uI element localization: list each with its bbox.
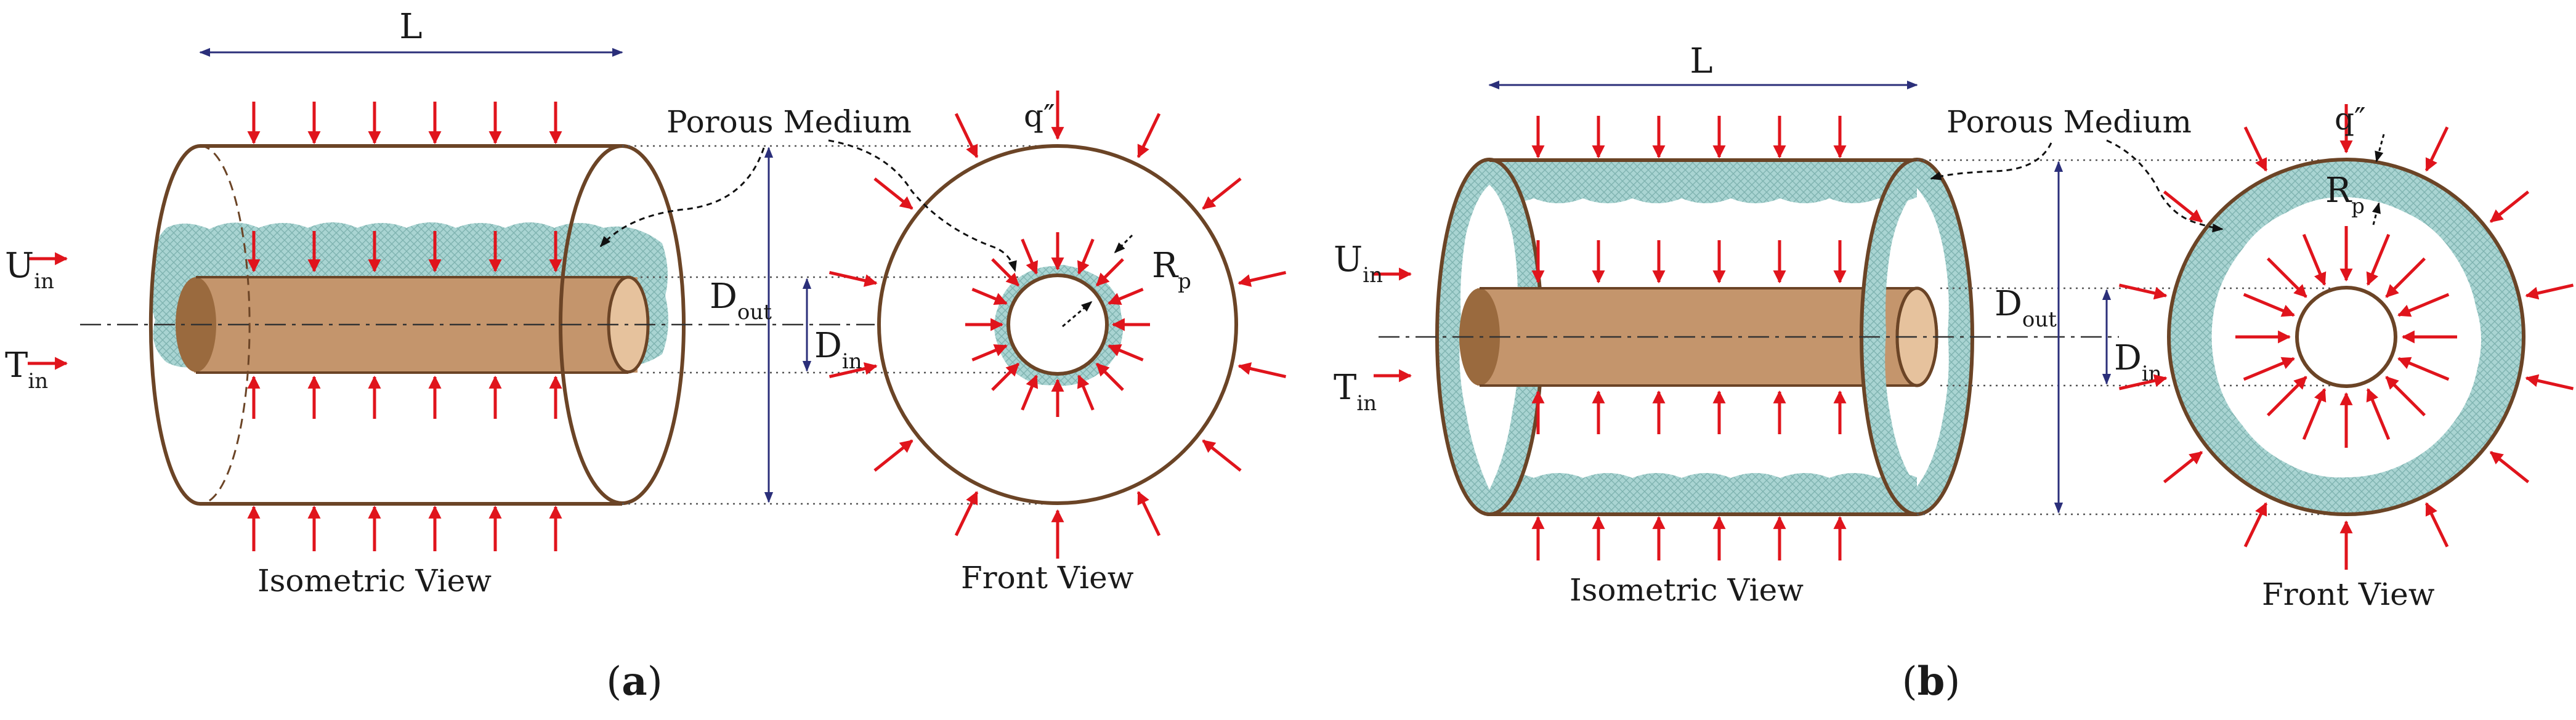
length-label: L (1690, 41, 1712, 81)
panel-caption: (b) (1902, 658, 1961, 705)
inlet-temperature-label: Tin (1334, 368, 1377, 416)
porous-wall-bottom (1489, 473, 1917, 514)
porous-heat-flux-arrow (971, 288, 1008, 305)
porous-leader-front (2106, 139, 2224, 233)
inner-diameter-label: Din (814, 326, 862, 374)
porous-medium-label: Porous Medium (666, 104, 912, 140)
inlet-velocity-label: Uin (1334, 240, 1383, 288)
inner-heat-flux-arrow (2385, 376, 2426, 417)
porous-medium-label: Porous Medium (1946, 104, 2192, 140)
outer-heat-flux-arrow (2243, 126, 2268, 172)
rp-arrow-bottom (2371, 202, 2381, 225)
inner-heat-flux-arrow (2266, 376, 2307, 417)
outer-heat-flux-arrow (2163, 451, 2203, 483)
inner-heat-flux-arrow (2266, 257, 2307, 298)
inner-heat-flux-arrow (2366, 388, 2391, 440)
outer-heat-flux-arrow (2163, 190, 2203, 223)
outer-heat-flux-arrow (2525, 374, 2574, 390)
porous-heat-flux-arrow (991, 362, 1020, 391)
outer-heat-flux-arrow (873, 177, 913, 210)
front-outer-shell (2167, 158, 2525, 516)
outer-heat-flux-arrow (1136, 113, 1161, 158)
outer-heat-flux-arrow (2489, 190, 2530, 223)
porous-leader-iso (599, 147, 765, 248)
isometric-heat-flux-arrows (1531, 116, 1847, 560)
outer-heat-flux-arrow (1202, 439, 1242, 472)
outer-heat-flux-arrow (873, 439, 913, 472)
inner-heat-flux-arrow (2302, 233, 2327, 286)
inner-heat-flux-arrow (2302, 388, 2327, 440)
outer-diameter-label: Dout (1995, 284, 2057, 332)
outer-shell-back-rim-left (148, 144, 201, 506)
porous-wall-top (1489, 160, 1917, 203)
front-outer-heat-flux-arrows (828, 91, 1287, 559)
front-view-b: Rp (2167, 134, 2525, 516)
inner-diameter-label: Din (2114, 338, 2162, 386)
outer-heat-flux-arrow (1202, 177, 1242, 210)
outer-heat-flux-arrow (2489, 451, 2530, 483)
front-inner-tube (2295, 286, 2397, 388)
isometric-heat-flux-arrows (247, 102, 562, 551)
outer-heat-flux-arrow (828, 362, 878, 378)
rp-arrow-top (2375, 134, 2385, 163)
inlet-velocity-label: Uin (5, 246, 54, 294)
front-inner-inward-arrows (2235, 226, 2457, 448)
panel-caption: (a) (606, 658, 662, 705)
outer-shell-back-rim-hidden (200, 145, 251, 505)
inlet-temperature-label: Tin (5, 346, 48, 394)
inner-heat-flux-arrow (2243, 293, 2295, 317)
inner-heat-flux-arrow (2397, 293, 2450, 317)
porous-leader-front (828, 139, 1017, 272)
panel-a: L Uin Tin Dout (5, 7, 1287, 705)
outer-heat-flux-arrow (2118, 374, 2168, 390)
rp-pointer (1114, 234, 1133, 254)
porous-heat-flux-arrow (1095, 362, 1124, 391)
projection-lines (1917, 159, 2347, 516)
inner-heat-flux-arrow (2385, 257, 2426, 298)
outer-heat-flux-arrow (1237, 362, 1287, 378)
porous-heat-flux-arrow (1021, 374, 1039, 411)
front-outer-shell (877, 144, 1238, 505)
porous-heat-flux-arrow (1021, 238, 1039, 275)
outer-heat-flux-arrow (1136, 491, 1161, 536)
isometric-view-label: Isometric View (1569, 572, 1804, 608)
outer-heat-flux-arrow (954, 113, 979, 158)
front-rim-porous (1861, 160, 1972, 514)
rp-label: Rp (1152, 246, 1191, 294)
porous-heat-flux-arrow (1108, 344, 1144, 362)
inner-heat-flux-arrow (2366, 233, 2391, 286)
outer-heat-flux-arrow (2525, 283, 2574, 300)
rp-label: Rp (2325, 171, 2365, 219)
front-porous-inward-arrows (965, 232, 1150, 417)
heat-flux-label: q″ (1024, 98, 1055, 134)
length-label: L (399, 7, 422, 47)
panel-b: L Uin Tin Dout (1334, 41, 2574, 705)
front-outer-heat-flux-arrows (2118, 104, 2574, 570)
front-inner-tube (1007, 273, 1109, 376)
front-view-label: Front View (961, 560, 1134, 596)
outer-heat-flux-arrow (2424, 126, 2449, 172)
front-view-label: Front View (2262, 576, 2435, 612)
outer-heat-flux-arrow (2118, 283, 2168, 300)
porous-heat-flux-arrow (1095, 258, 1124, 287)
isometric-view-label: Isometric View (257, 563, 492, 599)
outer-heat-flux-arrow (828, 271, 878, 287)
porous-heat-flux-arrow (1077, 238, 1095, 275)
inner-heat-flux-arrow (2243, 357, 2295, 381)
outer-heat-flux-arrow (954, 491, 979, 536)
porous-heat-flux-arrow (971, 344, 1008, 362)
front-view-a: Rp (877, 144, 1238, 505)
inner-heat-flux-arrow (2397, 357, 2450, 381)
outer-heat-flux-arrow (1237, 271, 1287, 287)
outer-heat-flux-arrow (2243, 502, 2268, 548)
inner-rod-body (1477, 288, 1921, 386)
porous-heat-flux-arrow (1108, 288, 1144, 305)
outer-diameter-label: Dout (710, 277, 772, 325)
heat-flux-label: q″ (2335, 101, 2366, 137)
porous-heat-flux-arrow (1077, 374, 1095, 411)
porous-heat-flux-arrow (991, 258, 1020, 287)
outer-heat-flux-arrow (2424, 502, 2449, 548)
